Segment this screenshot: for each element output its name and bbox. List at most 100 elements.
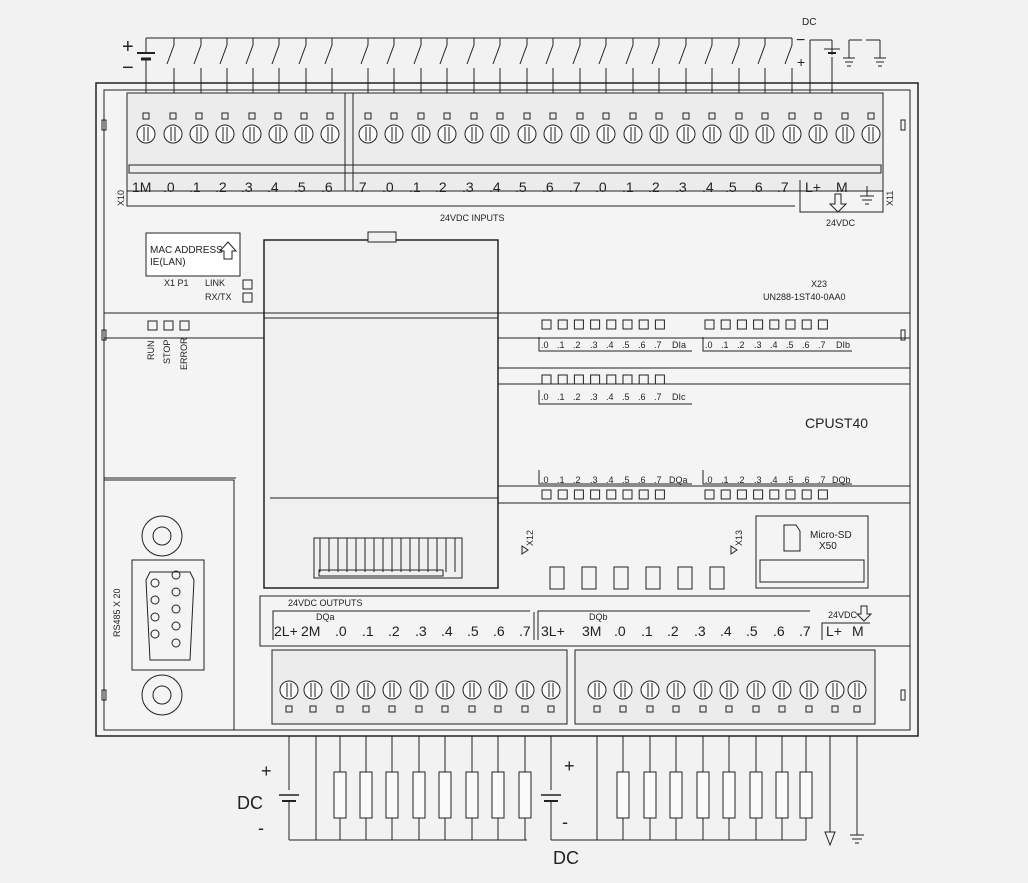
led-label: .5 bbox=[622, 392, 630, 402]
io-led bbox=[785, 319, 796, 330]
io-led bbox=[557, 319, 568, 330]
io-led bbox=[654, 319, 665, 330]
output-terminal-screw bbox=[279, 680, 299, 700]
link-led bbox=[242, 279, 253, 290]
load-resistor bbox=[385, 771, 399, 819]
terminal-led-hole bbox=[867, 112, 875, 120]
terminal-label: .4 bbox=[489, 179, 501, 195]
led-label: .4 bbox=[770, 340, 778, 350]
x11-label: X11 bbox=[885, 190, 895, 206]
terminal-led-hole bbox=[169, 112, 177, 120]
input-switch bbox=[545, 44, 554, 65]
output-terminal-hole bbox=[699, 705, 707, 713]
status-led bbox=[163, 320, 174, 331]
io-led bbox=[769, 319, 780, 330]
io-led bbox=[769, 489, 780, 500]
led-label: .2 bbox=[573, 340, 581, 350]
rs485-screw-inner bbox=[152, 526, 172, 546]
led-label: .6 bbox=[638, 392, 646, 402]
io-led bbox=[720, 489, 731, 500]
output-terminal-screw bbox=[541, 680, 561, 700]
terminal-screw bbox=[543, 124, 563, 144]
terminal-screw bbox=[294, 124, 314, 144]
port-labels: X1 P1 bbox=[164, 278, 189, 288]
load-resistor bbox=[749, 771, 763, 819]
io-led bbox=[541, 374, 552, 385]
led-label: .7 bbox=[818, 475, 826, 485]
microsd-slot bbox=[759, 559, 865, 583]
terminal-led-hole bbox=[364, 112, 372, 120]
output-power-caption: 24VDC bbox=[828, 610, 858, 620]
input-switch bbox=[193, 44, 202, 65]
terminal-label: .6 bbox=[542, 179, 554, 195]
io-led bbox=[801, 319, 812, 330]
io-led bbox=[817, 489, 828, 500]
input-switch bbox=[572, 44, 581, 65]
output-terminal-hole bbox=[831, 705, 839, 713]
output-terminal-hole bbox=[646, 705, 654, 713]
led-group-name: DQb bbox=[832, 475, 851, 485]
io-led bbox=[606, 319, 617, 330]
input-switch bbox=[219, 44, 228, 65]
input-label-frame bbox=[126, 180, 884, 213]
output-terminal-screw bbox=[799, 680, 819, 700]
x50-label: X50 bbox=[819, 541, 837, 552]
connector-rail bbox=[318, 569, 444, 577]
io-led bbox=[557, 374, 568, 385]
io-led bbox=[622, 489, 633, 500]
terminal-label: .7 bbox=[777, 179, 789, 195]
input-switch bbox=[360, 44, 369, 65]
x13-arrow-icon bbox=[730, 545, 738, 555]
module-housing bbox=[95, 82, 919, 737]
rs485-screw bbox=[141, 674, 183, 716]
led-label: .1 bbox=[557, 340, 565, 350]
input-switch bbox=[466, 44, 475, 65]
link-label: LINK bbox=[205, 278, 226, 288]
io-led bbox=[590, 319, 601, 330]
terminal-screw bbox=[215, 124, 235, 144]
output-label: 2M bbox=[301, 623, 321, 639]
terminal-led-hole bbox=[576, 112, 584, 120]
output-label-area bbox=[259, 595, 911, 647]
terminal-label: .6 bbox=[321, 179, 333, 195]
terminal-led-hole bbox=[761, 112, 769, 120]
expansion-clip bbox=[709, 566, 725, 590]
terminal-screw bbox=[808, 124, 828, 144]
load-resistor bbox=[438, 771, 452, 819]
terminal-screw bbox=[676, 124, 696, 144]
input-switch bbox=[784, 44, 793, 65]
io-led bbox=[720, 319, 731, 330]
stop-led-label: STOP bbox=[162, 339, 172, 364]
arrow-up-icon bbox=[218, 241, 238, 260]
input-switch bbox=[704, 44, 713, 65]
io-led bbox=[541, 489, 552, 500]
input-switch bbox=[625, 44, 634, 65]
output-terminal-screw bbox=[666, 680, 686, 700]
terminal-led-hole bbox=[602, 112, 610, 120]
load-resistor bbox=[696, 771, 710, 819]
output-terminal-screw bbox=[746, 680, 766, 700]
terminal-screw bbox=[411, 124, 431, 144]
output-label: .7 bbox=[799, 623, 811, 639]
output-terminal-hole bbox=[362, 705, 370, 713]
terminal-led-hole bbox=[841, 112, 849, 120]
terminal-label: .5 bbox=[725, 179, 737, 195]
io-led bbox=[654, 374, 665, 385]
inputs-caption: 24VDC INPUTS bbox=[440, 213, 505, 223]
output-terminal-screw bbox=[356, 680, 376, 700]
led-label: .0 bbox=[541, 475, 549, 485]
terminal-led-hole bbox=[735, 112, 743, 120]
rs485-pin bbox=[150, 578, 160, 588]
terminal-screw bbox=[320, 124, 340, 144]
output-label: .4 bbox=[720, 623, 732, 639]
io-led bbox=[541, 319, 552, 330]
terminal-led-hole bbox=[221, 112, 229, 120]
led-label-frame bbox=[702, 470, 852, 485]
load-resistor bbox=[643, 771, 657, 819]
led-label: .1 bbox=[557, 392, 565, 402]
led-label: .6 bbox=[802, 475, 810, 485]
led-label: .6 bbox=[802, 340, 810, 350]
terminal-led-hole bbox=[195, 112, 203, 120]
load-resistor bbox=[412, 771, 426, 819]
output-label: .3 bbox=[694, 623, 706, 639]
